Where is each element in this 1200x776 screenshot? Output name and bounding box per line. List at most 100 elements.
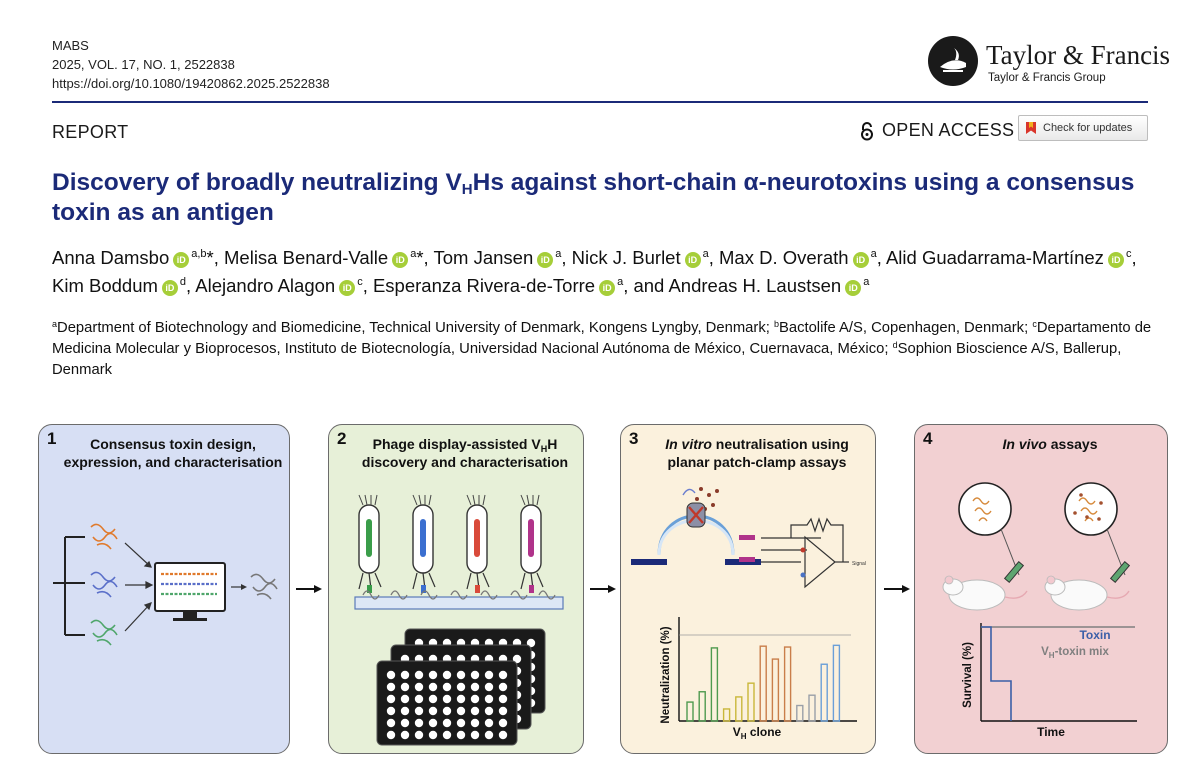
phage-particle [358, 494, 382, 593]
panel-number: 1 [47, 429, 57, 448]
panel-title: Consensus toxin design, expression, and … [63, 436, 283, 470]
check-for-updates-label: Check for updates [1043, 122, 1133, 134]
journal-name: MABS [52, 38, 89, 53]
survival-ylabel: Survival (%) [962, 642, 974, 708]
affiliation-marker: a,b [191, 248, 207, 260]
open-access-label: OPEN ACCESS [882, 120, 1015, 140]
affiliation-marker: c [357, 276, 363, 288]
panel-title: Phage display-assisted VHH discovery and… [361, 436, 569, 470]
orcid-icon[interactable]: iD [845, 280, 862, 296]
equal-contribution-mark: * [416, 247, 424, 268]
lamp-icon [928, 36, 978, 86]
affiliation-a: Department of Biotechnology and Biomedic… [57, 320, 770, 336]
mouse-icon [942, 575, 1028, 611]
affiliation-b: Bactolife A/S, Copenhagen, Denmark; [778, 320, 1029, 336]
neutralization-bar [710, 647, 719, 722]
article-type: REPORT [52, 122, 129, 142]
orcid-icon[interactable]: iD [684, 252, 701, 268]
open-access-badge: OPEN ACCESS [860, 120, 1014, 141]
affiliation-marker: a [863, 276, 870, 288]
check-for-updates-button[interactable]: Check for updates [1018, 115, 1148, 141]
publisher-name: Taylor & Francis [986, 40, 1171, 70]
neutralization-bar [759, 645, 767, 722]
toxin-particles [695, 487, 719, 511]
neutralization-ylabel: Neutralization (%) [660, 626, 672, 723]
orcid-icon[interactable]: iD [537, 252, 554, 268]
neutralization-bar [686, 701, 694, 722]
ion-channel [682, 488, 706, 528]
phylogenetic-tree [53, 536, 85, 636]
workflow-arrow [296, 585, 322, 593]
panel-title: In vitro neutralisation using planar pat… [665, 436, 849, 470]
journal-citation: 2025, VOL. 17, NO. 1, 2522838 [52, 57, 235, 72]
legend-vhh-toxin-mix: VH-toxin mix [1041, 646, 1109, 660]
time-xlabel: Time [1037, 725, 1065, 739]
consensus-toxin-structure [250, 573, 278, 600]
orcid-icon[interactable]: iD [173, 252, 190, 268]
orcid-icon[interactable]: iD [339, 280, 356, 296]
panel-number: 4 [923, 429, 933, 448]
orcid-icon[interactable]: iD [599, 280, 616, 296]
neutralization-bar [771, 658, 780, 722]
neutralization-bar [832, 644, 841, 722]
article-title: Discovery of broadly neutralizing VHHs a… [52, 169, 1135, 226]
consensus-design-illustration [53, 523, 278, 646]
toxin-structure-blue [90, 571, 118, 598]
affiliation-marker: a [410, 248, 417, 260]
well-plate [376, 660, 518, 746]
toxin-survival-curve [981, 626, 1012, 721]
neutralization-bar-chart [678, 617, 857, 722]
journal-meta: MABS 2025, VOL. 17, NO. 1, 2522838 https… [52, 36, 330, 93]
panel-number: 3 [629, 429, 639, 448]
neutralization-bar [698, 691, 706, 722]
computer-monitor-icon [154, 562, 226, 621]
affiliation-marker: a [617, 276, 624, 288]
neutralization-bar [735, 696, 743, 722]
syringe-mix-view [1064, 482, 1131, 584]
neutralization-bar [783, 646, 792, 722]
figure-panel-4: 4 In vivo assays Survival ( [914, 424, 1168, 754]
signal-label: Signal [852, 561, 866, 567]
equal-contribution-mark: * [206, 247, 214, 268]
neutralization-bar [722, 708, 731, 722]
phage-particle [520, 494, 544, 593]
affiliation-marker: d [179, 276, 187, 288]
phage-particle [466, 494, 490, 593]
orcid-icon[interactable]: iD [1107, 252, 1124, 268]
affiliation-marker: a [870, 248, 877, 260]
affiliation-c: Departamento de Medicina Molecular y Bio… [52, 320, 1152, 357]
immobilized-antigens [362, 590, 556, 600]
workflow-arrow [590, 585, 616, 593]
header-divider [52, 101, 1148, 103]
toxin-structure-green [90, 619, 118, 646]
toxin-structure-orange [90, 523, 118, 550]
mouse-icon [1044, 575, 1130, 611]
orcid-icon[interactable]: iD [392, 252, 409, 268]
affiliations: aDepartment of Biotechnology and Biomedi… [52, 319, 1152, 379]
bookmark-icon [1026, 122, 1036, 134]
panel-number: 2 [337, 429, 347, 448]
neutralization-bar [808, 694, 816, 722]
figure-panel-3: 3 In vitro neutralisation using planar p… [620, 424, 876, 754]
phage-display-illustration [354, 494, 564, 746]
survival-curve-chart [980, 623, 1137, 722]
orcid-icon[interactable]: iD [852, 252, 869, 268]
neutralization-bar [747, 682, 755, 722]
phage-particle [412, 494, 436, 593]
in-vivo-illustration: Survival (%) Time Toxin VH-toxin mix [942, 482, 1137, 739]
legend-toxin: Toxin [1079, 628, 1110, 642]
affiliation-marker: a [555, 248, 562, 260]
orcid-icon[interactable]: iD [161, 280, 178, 296]
affiliation-marker: a [702, 248, 709, 260]
neutralization-bar [820, 663, 828, 722]
doi-link[interactable]: https://doi.org/10.1080/19420862.2025.25… [52, 76, 330, 91]
figure-panel-1: 1 Consensus toxin design, expression, an… [38, 424, 290, 754]
